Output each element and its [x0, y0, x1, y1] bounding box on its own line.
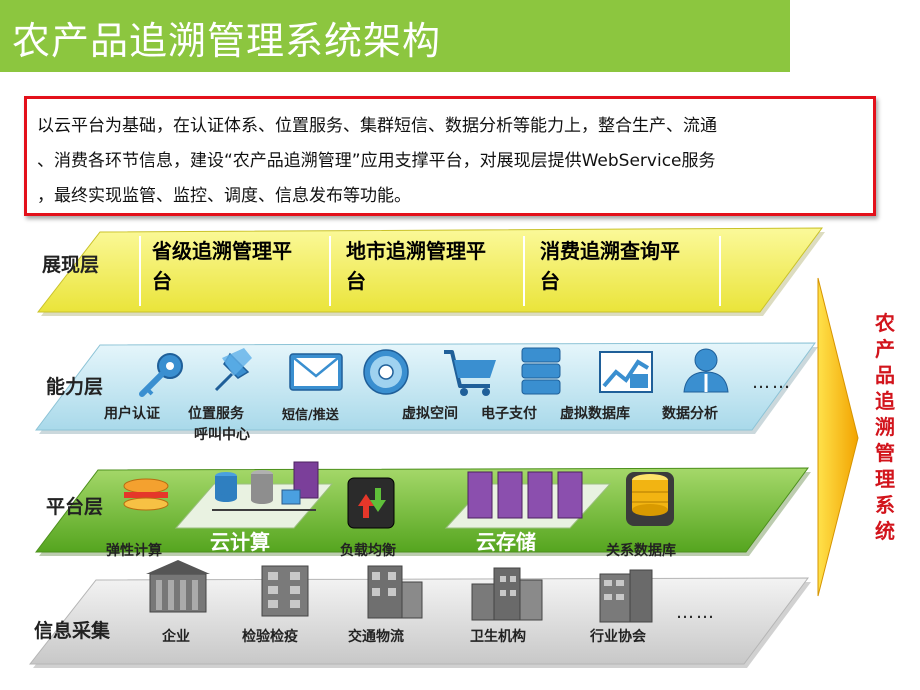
capability-label-callcenter: 呼叫中心 — [194, 427, 250, 443]
info-layer-label: 信息采集 — [34, 620, 111, 642]
building-icon — [261, 565, 309, 617]
info-label-inspection: 检验检疫 — [242, 629, 298, 645]
card-line: 消费追溯查询平 — [540, 239, 680, 263]
side-arrow — [817, 277, 859, 597]
load-balance-icon — [347, 477, 395, 529]
info-more: …… — [676, 602, 716, 623]
title-bar: 农产品追溯管理系统架构 — [0, 0, 790, 72]
user-icon — [683, 348, 729, 393]
storage-rack-icon — [467, 471, 583, 519]
building-icon — [471, 567, 543, 621]
card-line: 台 — [152, 269, 172, 293]
intro-line-2: 、消费各环节信息，建设“农产品追溯管理”应用支撑平台，对展现层提供WebServ… — [37, 151, 716, 171]
key-icon — [139, 353, 183, 397]
card-line: 地市追溯管理平 — [346, 239, 486, 263]
platform-label-rdb: 关系数据库 — [606, 543, 676, 559]
platform-card-provincial[interactable]: 省级追溯管理平 台 — [152, 236, 332, 306]
platform-label-load-balance: 负载均衡 — [340, 543, 396, 559]
card-line: 省级追溯管理平 — [152, 239, 292, 263]
info-label-enterprise: 企业 — [162, 629, 190, 645]
intro-line-1: 以云平台为基础，在认证体系、位置服务、集群短信、数据分析等能力上，整合生产、流通 — [37, 116, 717, 136]
capability-label-auth: 用户认证 — [104, 406, 160, 422]
platform-label-elastic: 弹性计算 — [106, 543, 162, 559]
capability-label-virtual-space: 虚拟空间 — [402, 406, 458, 422]
disc-icon — [363, 349, 409, 395]
burger-icon — [123, 478, 169, 511]
info-label-health: 卫生机构 — [470, 629, 526, 645]
platform-label-cloud-compute: 云计算 — [210, 530, 270, 554]
side-title: 农产品追溯管理系统 — [875, 311, 895, 543]
card-line: 台 — [540, 269, 560, 293]
capability-more: …… — [752, 372, 792, 393]
building-icon — [146, 560, 210, 613]
capability-label-analysis: 数据分析 — [662, 406, 718, 422]
intro-box: 以云平台为基础，在认证体系、位置服务、集群短信、数据分析等能力上，整合生产、流通… — [24, 96, 876, 216]
capability-label-sms: 短信/推送 — [282, 408, 339, 423]
platform-layer-label: 平台层 — [46, 496, 104, 518]
database-stack-icon — [521, 347, 561, 395]
info-label-association: 行业协会 — [590, 629, 646, 645]
building-icon — [367, 565, 423, 619]
presentation-layer — [36, 227, 825, 316]
envelope-icon — [289, 353, 343, 391]
info-label-logistics: 交通物流 — [348, 629, 404, 645]
capability-label-virtual-db: 虚拟数据库 — [560, 406, 630, 422]
intro-line-3: ，最终实现监管、监控、调度、信息发布等功能。 — [37, 186, 411, 206]
server-network-icon — [212, 461, 319, 511]
capability-label-location: 位置服务 — [188, 406, 244, 422]
page-title: 农产品追溯管理系统架构 — [12, 19, 442, 63]
chart-icon — [599, 351, 653, 393]
platform-card-consumer[interactable]: 消费追溯查询平 台 — [540, 236, 720, 306]
capability-layer-label: 能力层 — [46, 376, 104, 398]
pushpin-icon — [214, 348, 252, 392]
shopping-cart-icon — [444, 350, 496, 396]
database-icon — [626, 472, 674, 526]
platform-label-cloud-storage: 云存储 — [476, 530, 536, 554]
platform-card-city[interactable]: 地市追溯管理平 台 — [346, 236, 526, 306]
capability-label-payment: 电子支付 — [481, 406, 537, 422]
presentation-layer-label: 展现层 — [42, 254, 100, 276]
building-icon — [599, 569, 653, 623]
card-line: 台 — [346, 269, 366, 293]
